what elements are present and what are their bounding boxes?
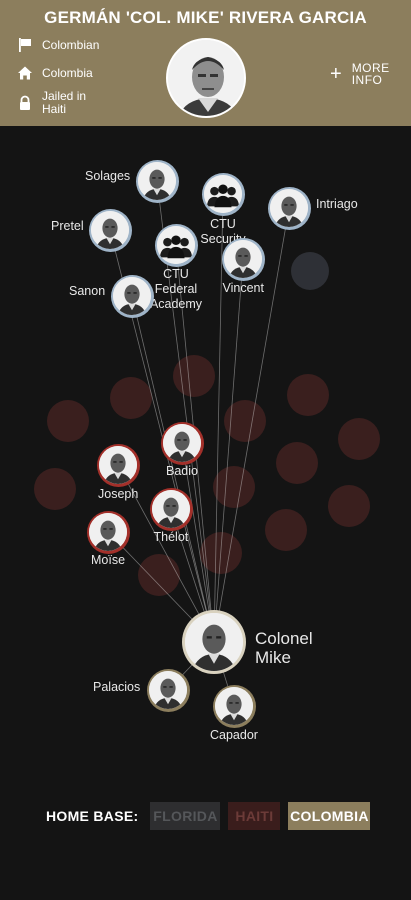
connection-line (213, 258, 244, 643)
background-dot (213, 466, 255, 508)
node-label-solages: Solages (85, 169, 131, 183)
node-colonel-mike[interactable] (182, 610, 246, 674)
person-avatar (185, 613, 243, 671)
lock-icon (16, 94, 34, 112)
connection-line (131, 295, 215, 643)
node-ctu-federal[interactable] (154, 223, 198, 267)
background-dot (34, 468, 76, 510)
node-moise[interactable] (86, 510, 130, 554)
node-label-sanon: Sanon (69, 284, 106, 298)
home-base-label: HOME BASE: (46, 808, 139, 824)
page-title: GERMÁN 'COL. MIKE' RIVERA GARCIA (44, 8, 367, 27)
background-dot (224, 400, 266, 442)
background-dot (276, 442, 318, 484)
background-dot (173, 355, 215, 397)
node-capador[interactable] (212, 684, 256, 728)
node-palacios[interactable] (146, 668, 190, 712)
node-label-vincent: Vincent (222, 281, 264, 295)
node-label-colonel-mike: Colonel Mike (255, 629, 313, 667)
person-avatar (138, 162, 176, 200)
more-info-label: MORE INFO (351, 61, 390, 87)
connection-line (213, 207, 290, 643)
node-label-pretel: Pretel (51, 219, 84, 233)
plus-icon: + (330, 63, 342, 85)
person-avatar (91, 211, 129, 249)
home-base-filter: HOME BASE: FLORIDA HAITI COLOMBIA (46, 802, 378, 830)
person-avatar (215, 687, 253, 725)
background-dot (200, 532, 242, 574)
background-dot (291, 252, 329, 290)
status-label: Jailed in Haiti (42, 89, 87, 116)
home-base-colombia-button[interactable]: COLOMBIA (288, 802, 371, 830)
node-badio[interactable] (160, 421, 204, 465)
node-vincent[interactable] (221, 237, 265, 281)
node-ctu-security[interactable] (201, 172, 245, 216)
person-avatar (149, 671, 187, 709)
connection-line (213, 193, 224, 643)
node-label-intriago: Intriago (316, 197, 358, 211)
flag-icon (16, 36, 34, 54)
network-canvas (34, 180, 380, 707)
background-dot (265, 509, 307, 551)
node-label-moise: Moïse (91, 553, 126, 567)
person-avatar (270, 189, 308, 227)
hero-avatar (166, 38, 246, 118)
node-label-ctu-federal: CTU Federal Academy (149, 267, 203, 311)
nationality-label: Colombian (42, 37, 100, 52)
node-pretel[interactable] (88, 208, 132, 252)
person-avatar (89, 513, 127, 551)
background-dot (328, 485, 370, 527)
home-icon (16, 64, 34, 82)
node-sanon[interactable] (110, 274, 154, 318)
node-label-joseph: Joseph (98, 487, 139, 501)
node-label-capador: Capador (210, 728, 258, 742)
home-base-florida-button[interactable]: FLORIDA (150, 802, 221, 830)
home-row: Colombia (16, 64, 112, 82)
person-avatar (224, 240, 262, 278)
background-dot (110, 377, 152, 419)
background-dot (47, 400, 89, 442)
node-label-palacios: Palacios (93, 680, 141, 694)
group-avatar-icon (204, 175, 242, 213)
node-label-thelot: Thélot (153, 530, 189, 544)
background-dot (287, 374, 329, 416)
person-avatar (113, 277, 151, 315)
node-solages[interactable] (135, 159, 179, 203)
home-label: Colombia (42, 65, 93, 80)
node-label-badio: Badio (166, 464, 198, 478)
status-row: Jailed in Haiti (16, 90, 112, 116)
connection-line (181, 442, 215, 643)
home-base-haiti-button[interactable]: HAITI (228, 802, 281, 830)
group-avatar-icon (157, 226, 195, 264)
more-info-button[interactable]: + MORE INFO (330, 62, 411, 86)
node-thelot[interactable] (149, 487, 193, 531)
nationality-row: Colombian (16, 36, 112, 54)
node-joseph[interactable] (96, 443, 140, 487)
background-dot (338, 418, 380, 460)
person-avatar (152, 490, 190, 528)
connection-line (117, 464, 215, 643)
person-avatar (99, 446, 137, 484)
person-avatar (163, 424, 201, 462)
node-intriago[interactable] (267, 186, 311, 230)
profile-header: GERMÁN 'COL. MIKE' RIVERA GARCIA Colombi… (0, 0, 411, 126)
background-dot (138, 554, 180, 596)
